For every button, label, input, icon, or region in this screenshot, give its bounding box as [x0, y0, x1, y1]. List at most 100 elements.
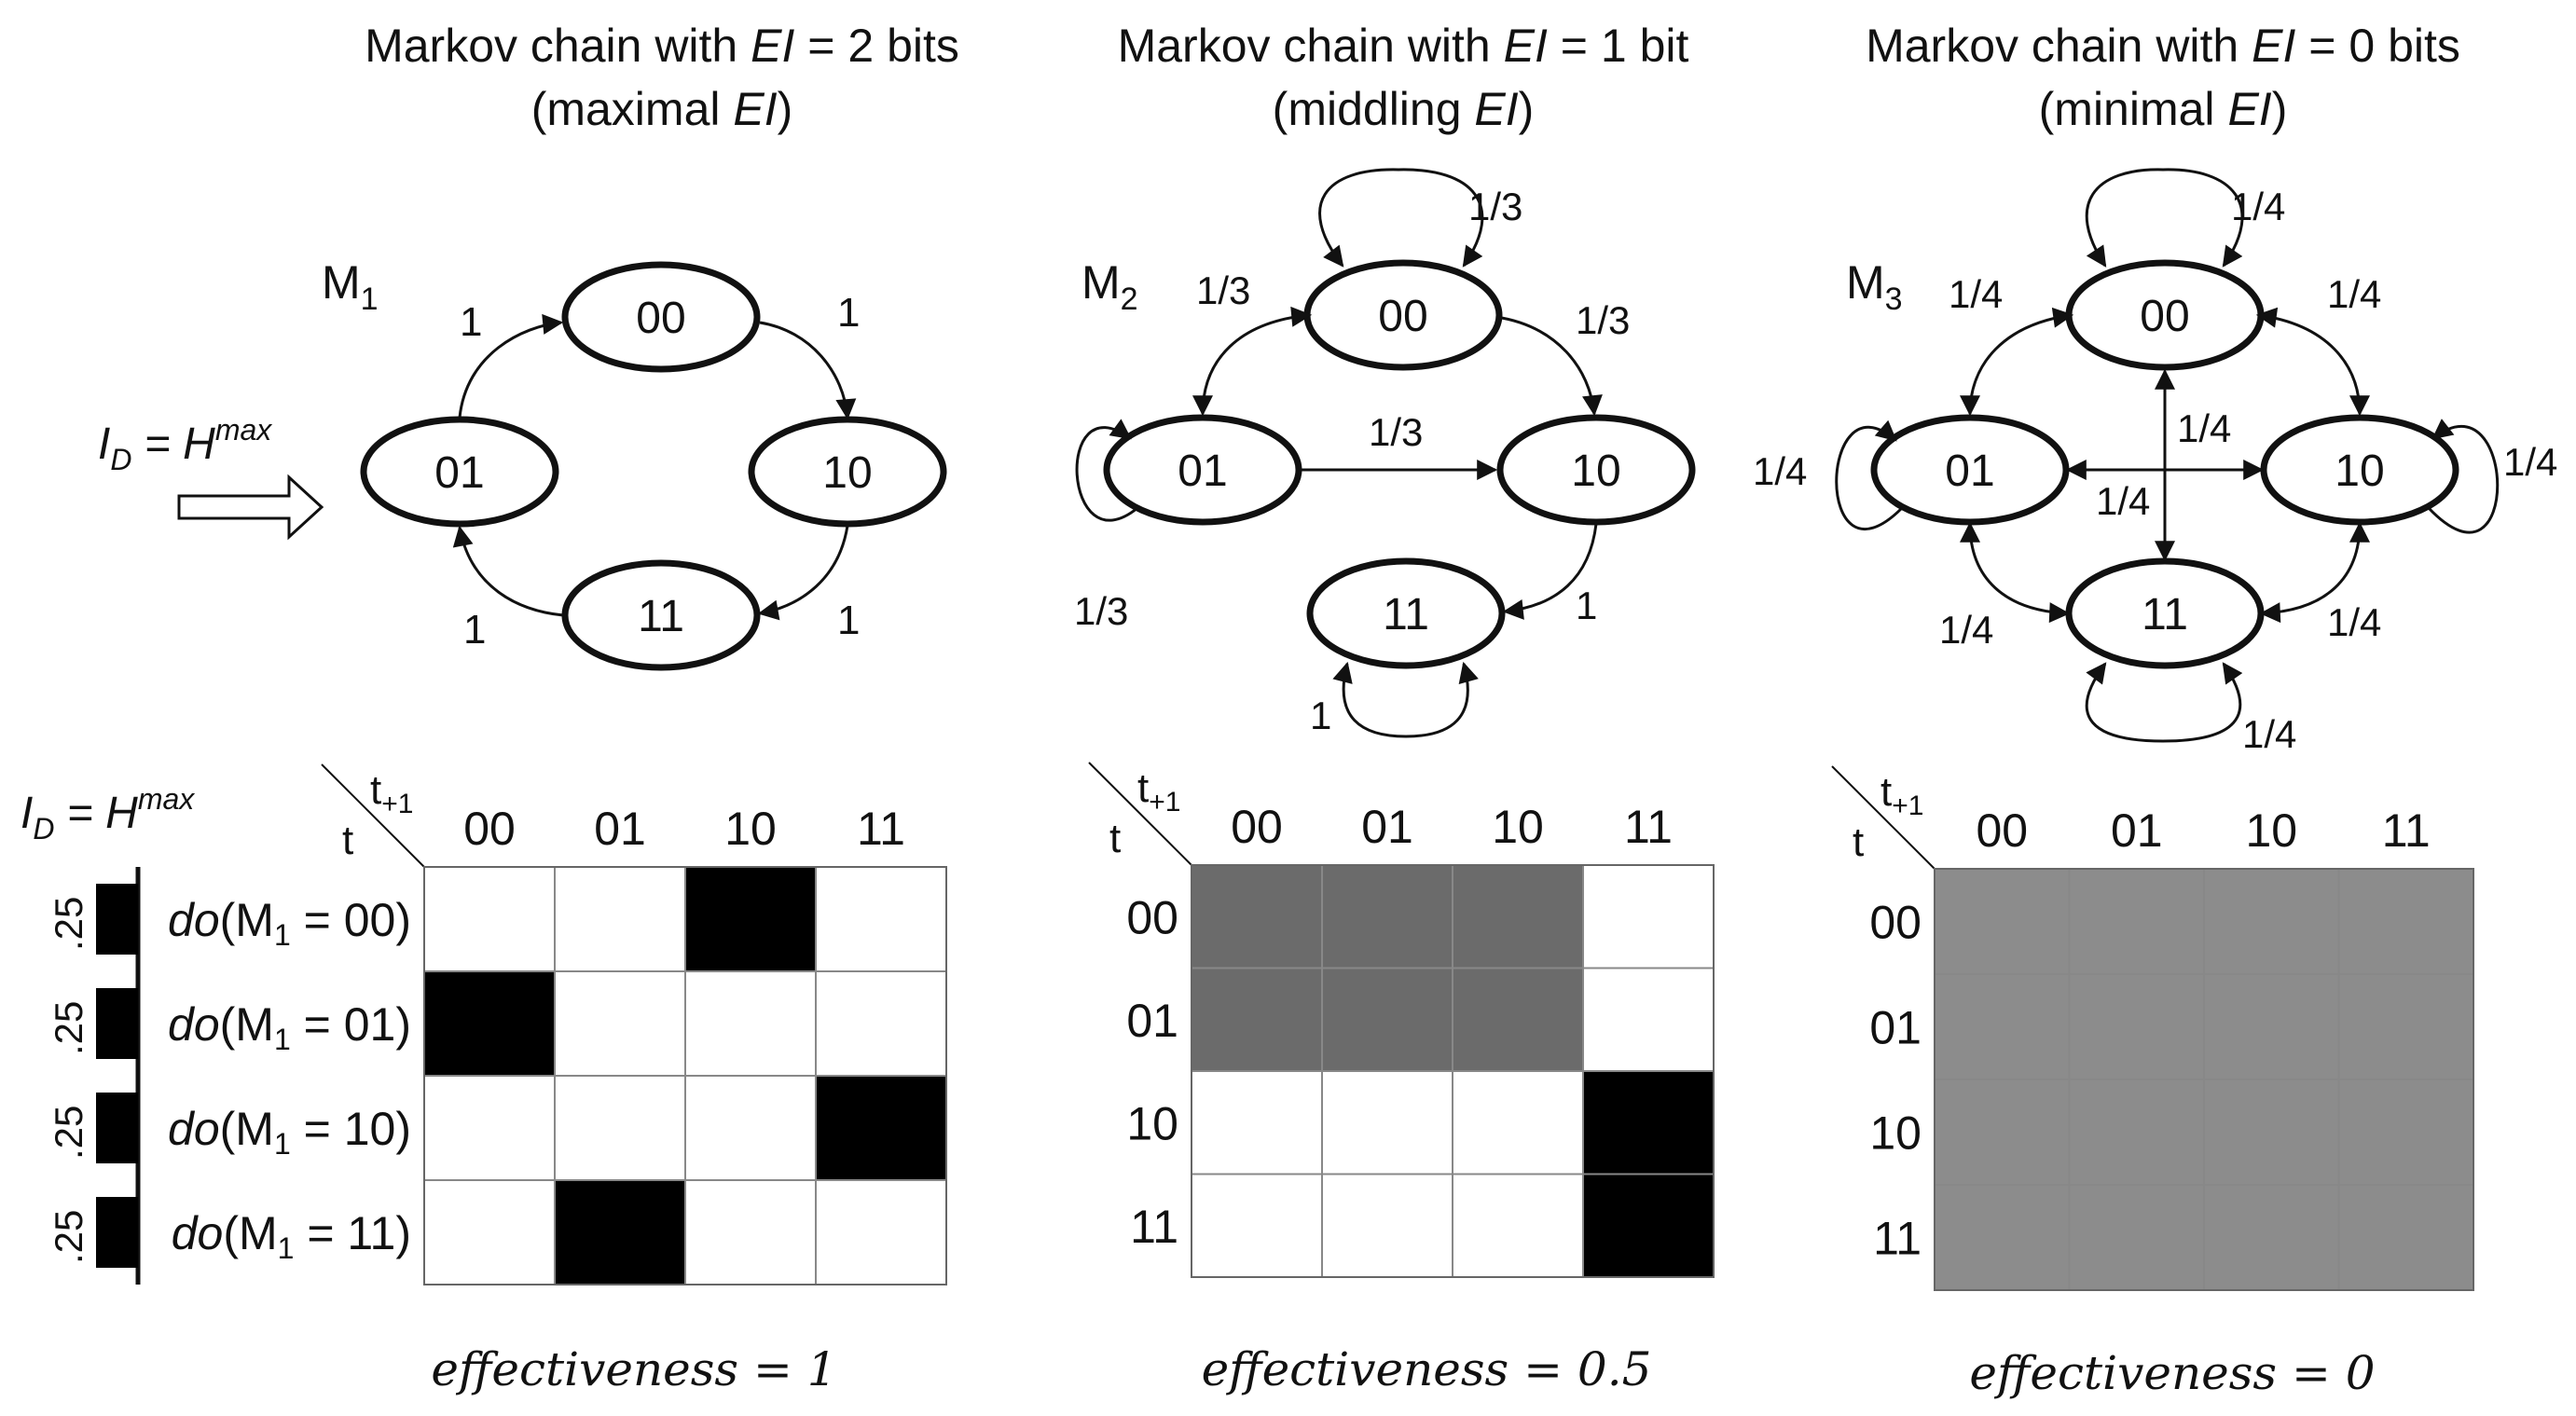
- matrix-cell: [1934, 1079, 2071, 1186]
- p3-self-loop-01: [1835, 419, 1904, 531]
- p3-label-01-10: 1/4: [2096, 479, 2150, 523]
- panel-1-model-label: M1: [322, 256, 379, 317]
- matrix-col-axis-label: t+1: [1880, 769, 1923, 821]
- p2-self-loop-01: [1075, 419, 1138, 522]
- p1-edge-label-11-01: 1: [463, 607, 486, 653]
- matrix-col-header: 01: [594, 803, 646, 855]
- matrix-cell: [1321, 864, 1453, 969]
- matrix-header-diagonal: [1831, 765, 1935, 870]
- panel-2-effectiveness: effectiveness = 0.5: [1202, 1342, 1652, 1396]
- panel-2-title: Markov chain with EI = 1 bit (middling E…: [1118, 20, 1689, 135]
- matrix-cell: [1934, 868, 2071, 975]
- matrix-cell: [684, 1179, 817, 1285]
- matrix-col-header: 10: [1492, 801, 1544, 853]
- p3-label-self-10: 1/4: [2503, 440, 2557, 484]
- intervention-prob-bar: [96, 1197, 138, 1268]
- matrix-row-axis-label: t: [1853, 819, 1864, 865]
- matrix-cell: [1321, 1070, 1453, 1175]
- p2-label-self-01: 1/3: [1074, 589, 1128, 633]
- p2-label-10-11: 1: [1576, 584, 1597, 627]
- p1-node-00-label: 00: [636, 294, 685, 343]
- p2-self-loop-11: [1332, 661, 1479, 738]
- intervention-prob-bar: [96, 884, 138, 955]
- panel-3-title-line2: (minimal EI): [2039, 83, 2288, 135]
- p1-node-10-label: 10: [822, 448, 872, 498]
- matrix-cell: [815, 1075, 947, 1181]
- matrix-cell: [1934, 1184, 2071, 1291]
- panel-2-title-line2: (middling EI): [1273, 83, 1535, 135]
- p3-node-11-label: 11: [2142, 590, 2188, 639]
- p1-node-00: [561, 261, 761, 373]
- p2-node-11-label: 11: [1383, 590, 1429, 639]
- p3-self-loop-11: [2085, 662, 2243, 743]
- p2-label-00-10: 1/3: [1576, 298, 1630, 342]
- p1-edge-00-10: [759, 321, 857, 420]
- p2-edge-00-01: [1192, 306, 1313, 417]
- matrix-row-header: 10: [1126, 1097, 1178, 1149]
- matrix-cell: [1191, 1173, 1323, 1278]
- matrix-row-header: 10: [1869, 1107, 1922, 1160]
- matrix-cell: [2337, 868, 2474, 975]
- p3-label-01-11: 1/4: [1939, 608, 1993, 652]
- p1-node-01-label: 01: [434, 448, 484, 498]
- matrix-cell: [2337, 973, 2474, 1080]
- do-row-label: do(M1 = 10): [168, 1103, 411, 1161]
- p3-edge-00-01: [1960, 307, 2074, 417]
- matrix-col-header: 11: [2382, 804, 2431, 857]
- matrix-border: [1934, 868, 2474, 1291]
- matrix-row-axis-label: t: [1109, 816, 1121, 861]
- intervention-prob-label: .25: [47, 1210, 90, 1264]
- p2-label-00-01: 1/3: [1196, 268, 1250, 312]
- matrix-col-header: 00: [1231, 801, 1283, 853]
- matrix-cell: [1191, 864, 1323, 969]
- matrix-row-header: 01: [1869, 1002, 1922, 1054]
- matrix-cell: [2203, 868, 2340, 975]
- matrix-cell: [2068, 1184, 2205, 1291]
- p1-node-11-label: 11: [638, 592, 684, 641]
- intervention-label: ID = Hmax: [98, 413, 272, 476]
- matrix-cell: [1321, 967, 1453, 1072]
- do-row-label: do(M1 = 01): [168, 998, 411, 1056]
- panel-1-title: Markov chain with EI = 2 bits (maximal E…: [365, 20, 959, 135]
- matrix-cell: [554, 1075, 686, 1181]
- p2-node-00-label: 00: [1378, 292, 1427, 341]
- matrix-cell: [684, 866, 817, 972]
- p3-label-00-10: 1/4: [2327, 272, 2381, 316]
- matrix-cell: [815, 866, 947, 972]
- p1-node-11: [561, 559, 761, 671]
- p1-edge-10-11: [757, 525, 849, 621]
- p3-edge-00-10: [2255, 307, 2370, 417]
- matrix-col-header: 11: [857, 803, 905, 855]
- matrix-cell: [684, 970, 817, 1077]
- matrix-cell: [554, 1179, 686, 1285]
- matrix-row-header: 00: [1126, 891, 1178, 943]
- p3-label-self-01: 1/4: [1753, 449, 1807, 493]
- matrix-col-header: 01: [1361, 801, 1413, 853]
- matrix-col-header: 11: [1624, 801, 1673, 853]
- p2-self-loop-00: [1318, 168, 1484, 268]
- matrix-cell: [1191, 967, 1323, 1072]
- p3-node-10-label: 10: [2335, 447, 2384, 496]
- matrix-cell: [1582, 967, 1715, 1072]
- matrix-col-header: 10: [724, 803, 777, 855]
- p2-edge-10-11: [1502, 523, 1598, 620]
- matrix-cell: [1452, 1173, 1584, 1278]
- p2-edge-00-10: [1495, 315, 1603, 417]
- matrix-cell: [2337, 1184, 2474, 1291]
- p3-self-loop-00: [2085, 168, 2244, 268]
- matrix-col-header: 00: [463, 803, 516, 855]
- panel-1-title-line2: (maximal EI): [531, 83, 793, 135]
- p1-edge-01-00: [458, 313, 564, 419]
- do-row-label: do(M1 = 00): [168, 894, 411, 952]
- matrix-cell: [1582, 864, 1715, 969]
- matrix-cell: [423, 970, 556, 1077]
- matrix-cell: [423, 1179, 556, 1285]
- intervention-prob-bar: [96, 988, 138, 1059]
- panel-2-graph: M2 00 01 10 11 1/3 1/3 1/3 1/3 1/3 1 1: [1074, 168, 1696, 738]
- p1-edge-label-00-10: 1: [837, 290, 860, 336]
- p1-edge-label-01-00: 1: [460, 299, 482, 345]
- matrix-row-header: 11: [1130, 1201, 1178, 1253]
- matrix-cell: [1321, 1173, 1453, 1278]
- p3-self-loop-10: [2427, 419, 2500, 534]
